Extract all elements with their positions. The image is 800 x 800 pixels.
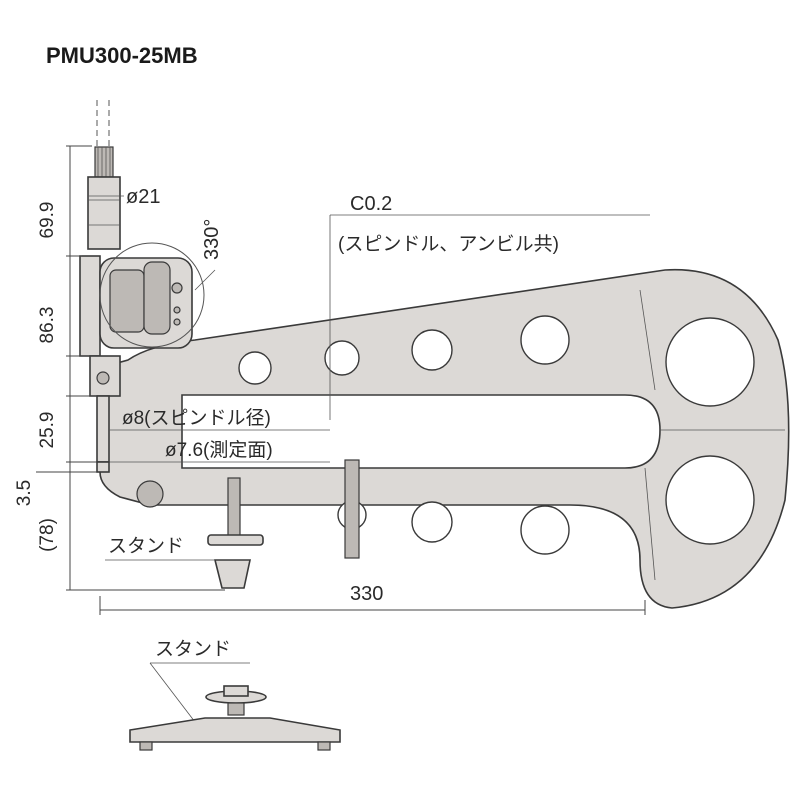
rib-line	[639, 289, 656, 391]
chamfer-note: C0.2	[350, 193, 392, 215]
display-panel	[143, 261, 171, 335]
knurl-lines	[97, 147, 111, 177]
frame-hole	[665, 317, 755, 407]
frame-hole	[238, 351, 272, 385]
spindle-dia-note: ø8(スピンドル径)	[122, 407, 271, 429]
frame-body	[99, 268, 790, 609]
stand-top-post	[223, 685, 249, 697]
dim-angle-330: 330°	[201, 219, 223, 260]
frame-hole	[520, 505, 570, 555]
left-dimensions	[66, 145, 225, 591]
head-body	[79, 255, 101, 357]
frame-hole	[411, 501, 453, 543]
clamp-screw-icon	[96, 371, 110, 385]
rotation-circle	[99, 242, 205, 348]
stand-foot-right	[317, 741, 331, 751]
stand-post	[227, 477, 241, 539]
stand-plate	[207, 534, 264, 546]
thimble	[87, 176, 121, 250]
dim-330: 330	[350, 583, 383, 605]
dim-78: (78)	[37, 518, 58, 552]
frame-hole	[520, 315, 570, 365]
frame-hole	[411, 329, 453, 371]
dim-86-3: 86.3	[37, 307, 58, 344]
dim-69-9: 69.9	[37, 202, 58, 239]
dim-3-5: 3.5	[14, 480, 35, 506]
model-title: PMU300-25MB	[46, 43, 198, 68]
dim-dia-21: ø21	[126, 186, 160, 208]
frame-hole	[665, 455, 755, 545]
stand-label-2: スタンド	[155, 638, 231, 660]
stand-base	[129, 717, 341, 743]
anvil-knob	[136, 480, 164, 508]
anvil-tip	[96, 461, 110, 473]
button-icon	[173, 306, 181, 314]
rib-line	[644, 467, 656, 581]
button-icon	[173, 318, 181, 326]
frame-hole	[324, 340, 360, 376]
stand-label-1: スタンド	[108, 535, 184, 557]
stand-foot	[213, 559, 251, 589]
display-screen	[109, 269, 145, 333]
stand-foot-left	[139, 741, 153, 751]
button-icon	[171, 282, 183, 294]
dim-25-9: 25.9	[37, 412, 58, 449]
anvil-post	[344, 459, 360, 559]
chamfer-sub-note: (スピンドル、アンビル共)	[338, 233, 559, 255]
spindle	[96, 395, 110, 463]
face-dia-note: ø7.6(測定面)	[165, 439, 273, 461]
